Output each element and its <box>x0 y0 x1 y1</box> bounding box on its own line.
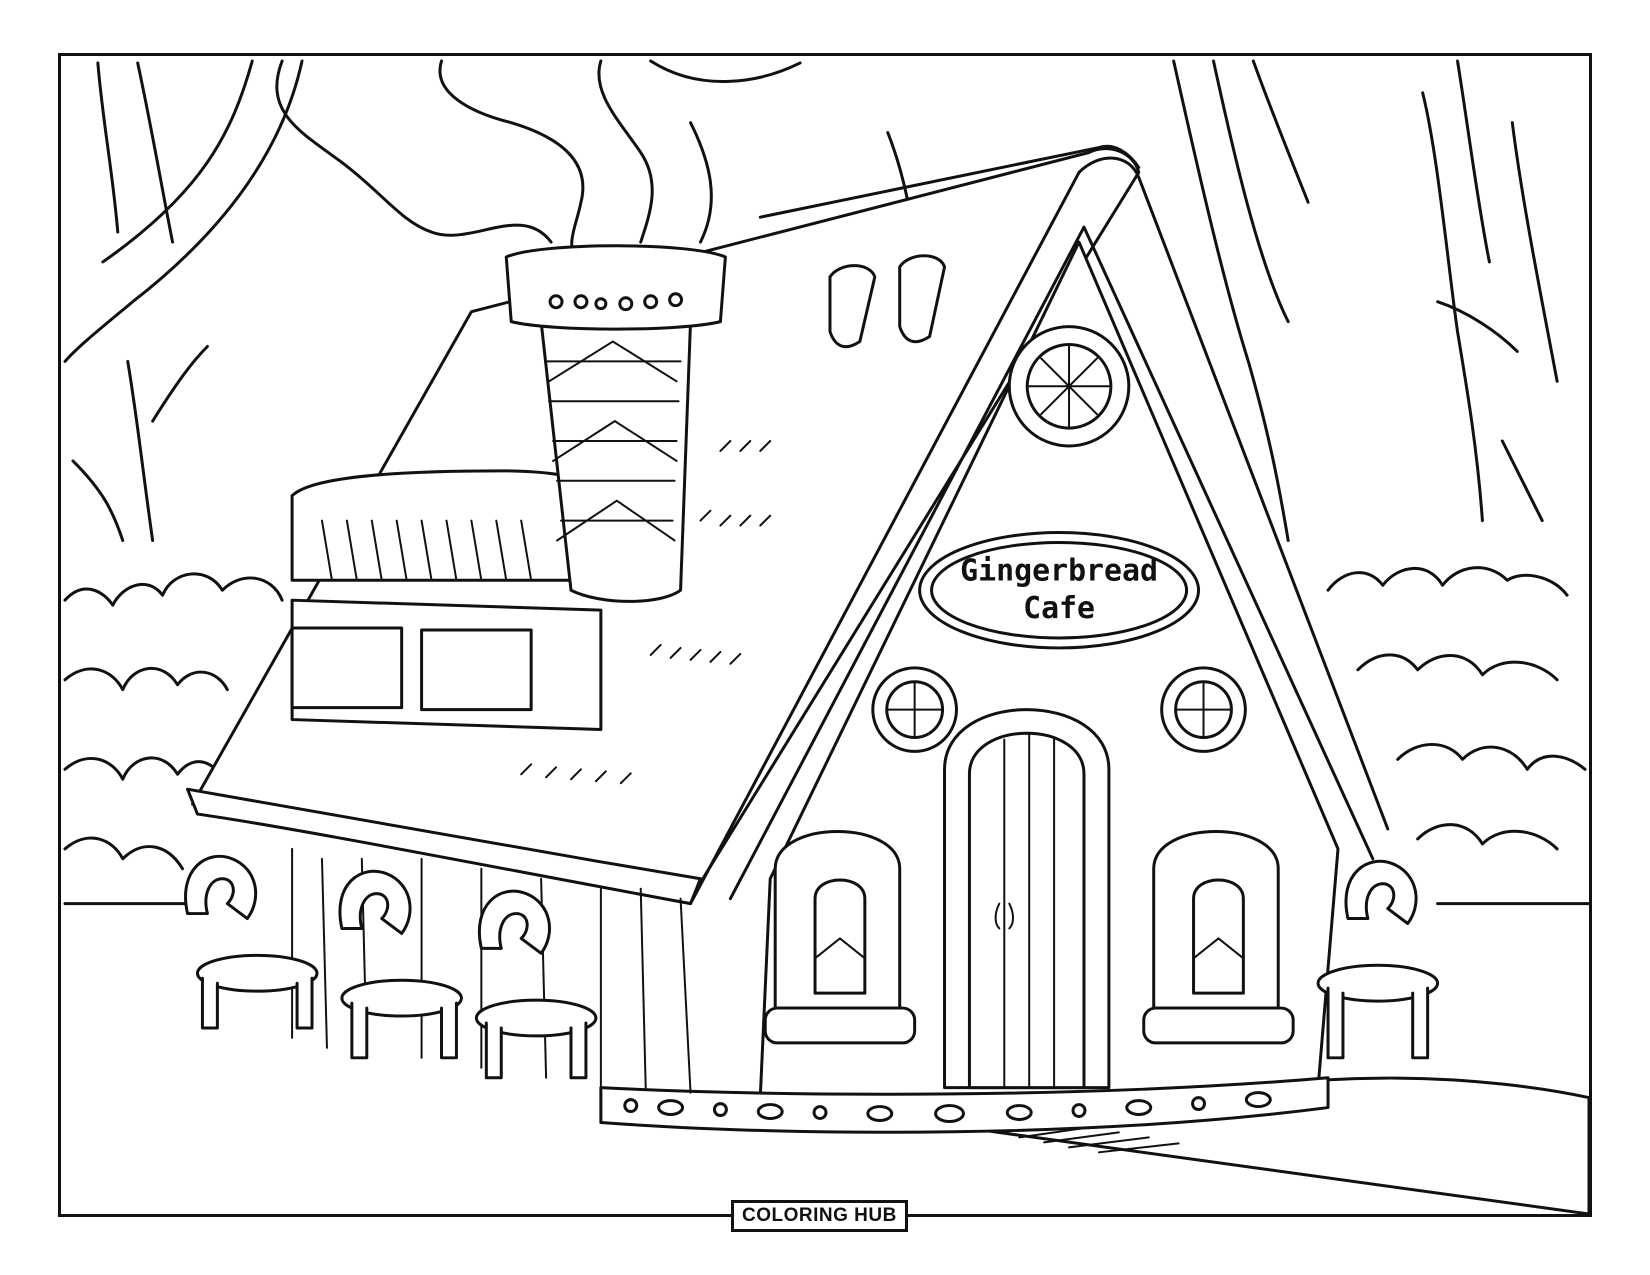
sign-line-2: Cafe <box>1023 591 1095 626</box>
chair-2 <box>338 869 463 1060</box>
side-wall <box>291 847 692 1094</box>
chimney <box>504 244 727 603</box>
candy-cane-chairs <box>184 854 1440 1080</box>
house-foundation <box>599 1076 1330 1134</box>
front-door <box>943 708 1111 1090</box>
round-windows <box>871 666 1247 753</box>
brand-label: COLORING HUB <box>742 1205 897 1226</box>
page-frame: Gingerbread Cafe <box>58 53 1592 1217</box>
chair-1 <box>184 854 319 1030</box>
cafe-sign: Gingerbread Cafe <box>918 531 1201 650</box>
bushes <box>63 566 1589 906</box>
arched-windows <box>763 830 1295 1045</box>
chimney-smoke <box>275 59 802 264</box>
chair-3 <box>474 889 598 1080</box>
coloring-illustration: Gingerbread Cafe <box>63 59 1589 1214</box>
sign-line-1: Gingerbread <box>960 553 1158 588</box>
chair-4 <box>1316 859 1440 1060</box>
roof-dormer <box>290 469 613 732</box>
attic-vents <box>828 254 947 349</box>
brand-badge: COLORING HUB <box>731 1200 908 1232</box>
background-trees <box>63 59 1559 542</box>
